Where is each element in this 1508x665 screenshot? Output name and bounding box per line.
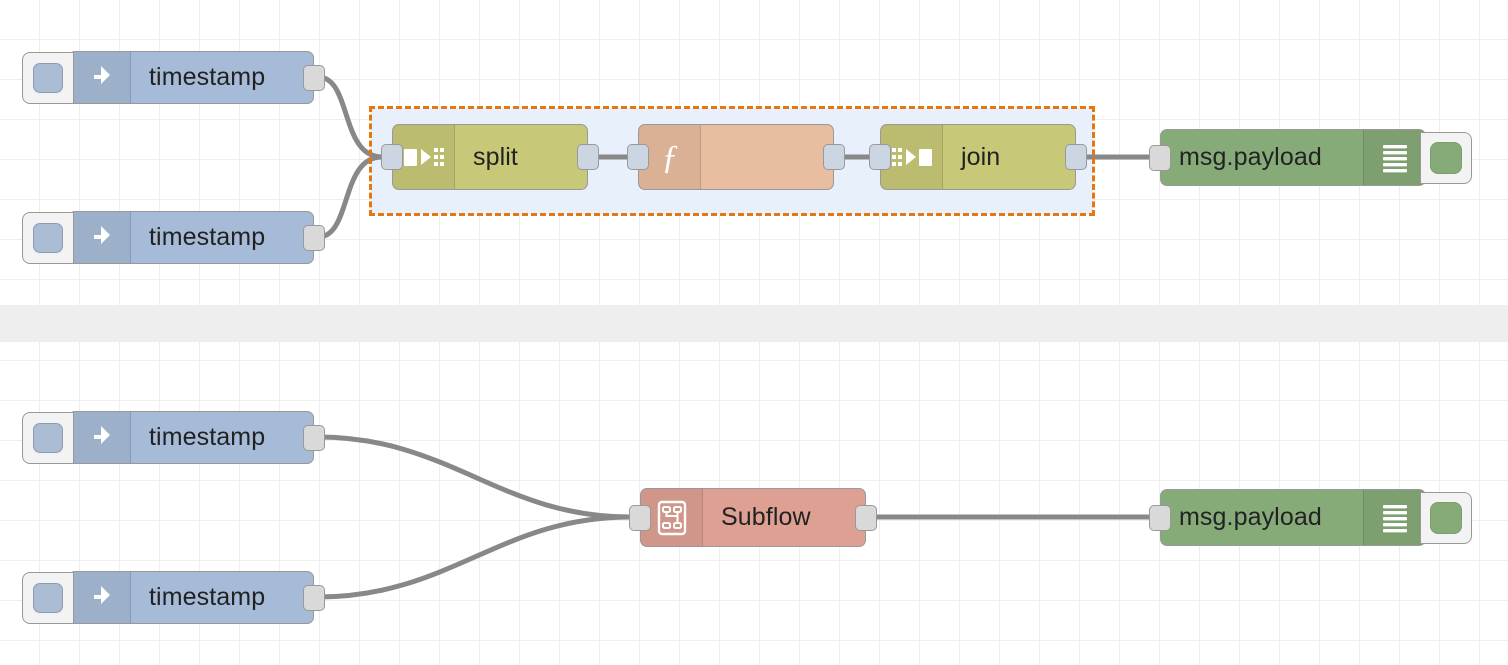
- debug-toggle-face: [1430, 141, 1462, 174]
- inject-trigger-button[interactable]: [22, 51, 74, 104]
- output-port[interactable]: [577, 144, 599, 170]
- node-debug-msg-payload-2[interactable]: msg.payload: [1149, 489, 1472, 546]
- node-label: timestamp: [149, 223, 266, 251]
- node-label: [701, 125, 833, 189]
- input-port[interactable]: [1149, 504, 1171, 531]
- wire-layer-bottom: [315, 434, 1155, 600]
- inject-trigger-button[interactable]: [22, 211, 74, 264]
- node-label: timestamp: [149, 63, 266, 91]
- node-label: join: [961, 142, 1001, 171]
- node-label: split: [473, 142, 518, 171]
- subflow-icon: [641, 489, 703, 546]
- input-port[interactable]: [629, 504, 651, 531]
- output-port[interactable]: [855, 504, 877, 531]
- node-label: timestamp: [149, 583, 266, 611]
- debug-lines-icon: [1363, 130, 1425, 185]
- inject-trigger-button[interactable]: [22, 571, 74, 624]
- join-icon: [881, 125, 943, 189]
- input-port[interactable]: [869, 144, 891, 170]
- input-port[interactable]: [381, 144, 403, 170]
- debug-lines-icon: [1363, 490, 1425, 545]
- flow-canvas-bottom[interactable]: timestamp timestamp: [0, 342, 1508, 665]
- node-label: msg.payload: [1179, 503, 1322, 531]
- node-inject-timestamp-3[interactable]: timestamp: [22, 411, 325, 464]
- debug-enable-toggle[interactable]: [1420, 131, 1472, 184]
- input-port[interactable]: [627, 144, 649, 170]
- canvas-divider: [0, 305, 1508, 342]
- output-port[interactable]: [823, 144, 845, 170]
- output-port[interactable]: [303, 424, 325, 451]
- node-inject-timestamp-4[interactable]: timestamp: [22, 571, 325, 624]
- inject-arrow-icon: [69, 572, 131, 623]
- input-port[interactable]: [1149, 144, 1171, 171]
- flow-canvas-top[interactable]: timestamp timestamp: [0, 0, 1508, 305]
- node-inject-timestamp-2[interactable]: timestamp: [22, 211, 325, 264]
- output-port[interactable]: [303, 224, 325, 251]
- inject-button-face: [33, 222, 63, 253]
- debug-toggle-face: [1430, 501, 1462, 534]
- node-function[interactable]: ƒ: [627, 124, 845, 190]
- node-split[interactable]: split: [381, 124, 599, 190]
- inject-trigger-button[interactable]: [22, 411, 74, 464]
- function-f-icon: ƒ: [639, 125, 701, 189]
- inject-button-face: [33, 62, 63, 93]
- inject-arrow-icon: [69, 412, 131, 463]
- split-icon: [393, 125, 455, 189]
- inject-button-face: [33, 422, 63, 453]
- output-port[interactable]: [303, 64, 325, 91]
- inject-button-face: [33, 582, 63, 613]
- node-join[interactable]: join: [869, 124, 1087, 190]
- wire-inject2-to-split: [315, 154, 385, 240]
- node-label: msg.payload: [1179, 143, 1322, 171]
- wire-inject1-to-split: [315, 74, 385, 160]
- node-label: Subflow: [721, 503, 811, 531]
- inject-arrow-icon: [69, 212, 131, 263]
- node-label: timestamp: [149, 423, 266, 451]
- output-port[interactable]: [1065, 144, 1087, 170]
- node-subflow[interactable]: Subflow: [629, 488, 877, 547]
- inject-arrow-icon: [69, 52, 131, 103]
- debug-enable-toggle[interactable]: [1420, 491, 1472, 544]
- wire-inject4-to-subflow: [315, 514, 633, 600]
- node-inject-timestamp-1[interactable]: timestamp: [22, 51, 325, 104]
- wire-inject3-to-subflow: [315, 434, 633, 520]
- output-port[interactable]: [303, 584, 325, 611]
- node-debug-msg-payload-1[interactable]: msg.payload: [1149, 129, 1472, 186]
- svg-text:ƒ: ƒ: [661, 139, 678, 176]
